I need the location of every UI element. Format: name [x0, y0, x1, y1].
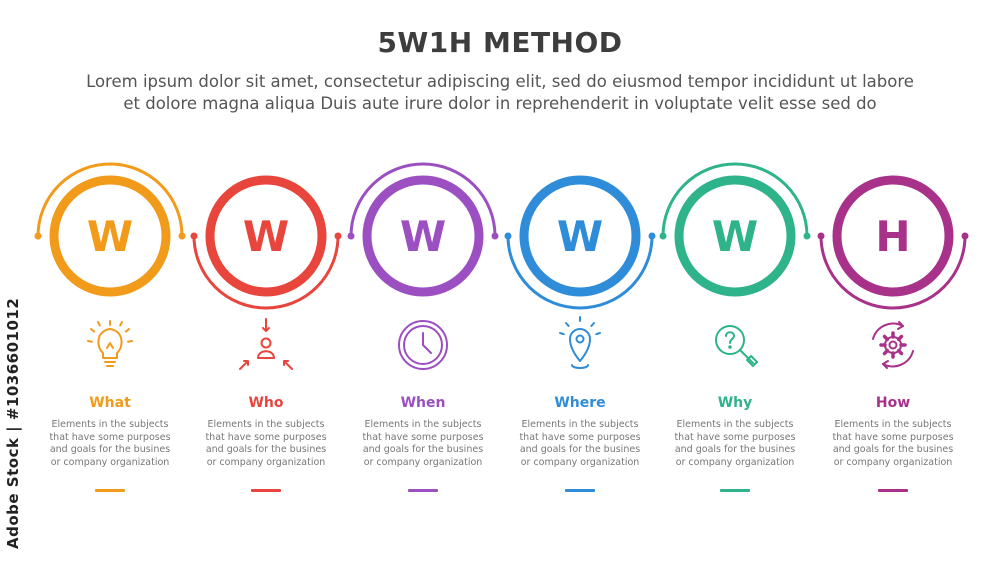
step-description: Elements in the subjects that have some … [49, 419, 171, 468]
connector-arc [506, 234, 654, 310]
arc-end-dot [817, 232, 825, 240]
step-node-where: W [504, 175, 656, 310]
magnifier-question-icon [715, 325, 758, 367]
person-arrows-icon [239, 318, 293, 370]
connector-arc [349, 162, 497, 238]
location-pin-icon [559, 316, 601, 369]
letter-mark: W [243, 212, 289, 261]
step-node-what: W [34, 162, 186, 297]
letter-ring [49, 175, 171, 297]
letter-mark: W [712, 212, 758, 261]
step-label: Why [717, 395, 753, 411]
letter-mark: W [557, 212, 603, 261]
step-description: Elements in the subjects that have some … [205, 419, 327, 468]
arc-end-dot [190, 232, 198, 240]
step-description: Elements in the subjects that have some … [519, 419, 641, 468]
arc-end-dot [648, 232, 656, 240]
gear-cycle-icon [872, 321, 914, 369]
step-node-how: H [817, 175, 969, 310]
page-title: 5W1H METHOD [377, 26, 623, 59]
arc-end-dot [659, 232, 667, 240]
subtitle-line-1: Lorem ipsum dolor sit amet, consectetur … [86, 72, 914, 91]
arc-end-dot [803, 232, 811, 240]
arc-end-dot [334, 232, 342, 240]
letter-ring [832, 175, 954, 297]
letter-mark: W [87, 212, 133, 261]
arc-end-dot [347, 232, 355, 240]
accent-underline [408, 489, 438, 492]
step-node-who: W [190, 175, 342, 310]
letter-ring [519, 175, 641, 297]
subtitle-line-2: et dolore magna aliqua Duis aute irure d… [123, 94, 877, 113]
step-description: Elements in the subjects that have some … [674, 419, 796, 468]
letter-mark: W [400, 212, 446, 261]
arc-end-dot [961, 232, 969, 240]
arc-end-dot [504, 232, 512, 240]
accent-underline [720, 489, 750, 492]
arc-end-dot [491, 232, 499, 240]
step-label: When [400, 395, 446, 411]
connector-arc [661, 162, 809, 238]
accent-underline [95, 489, 125, 492]
step-description: Elements in the subjects that have some … [362, 419, 484, 468]
step-label: What [89, 395, 131, 411]
letter-ring [362, 175, 484, 297]
letter-ring [674, 175, 796, 297]
page-subtitle: Lorem ipsum dolor sit amet, consectetur … [30, 71, 970, 115]
accent-underline [565, 489, 595, 492]
lightbulb-icon [87, 320, 133, 367]
step-label: Who [248, 395, 284, 411]
step-description: Elements in the subjects that have some … [832, 419, 954, 468]
letter-mark: H [875, 212, 910, 261]
connector-arc [819, 234, 967, 310]
connector-arc [192, 234, 340, 310]
step-label: How [875, 395, 911, 411]
connector-arc [36, 162, 184, 238]
step-label: Where [554, 395, 606, 411]
arc-end-dot [178, 232, 186, 240]
step-node-when: W [347, 162, 499, 297]
clock-icon [398, 320, 448, 370]
accent-underline [251, 489, 281, 492]
arc-end-dot [34, 232, 42, 240]
accent-underline [878, 489, 908, 492]
letter-ring [205, 175, 327, 297]
step-node-why: W [659, 162, 811, 297]
